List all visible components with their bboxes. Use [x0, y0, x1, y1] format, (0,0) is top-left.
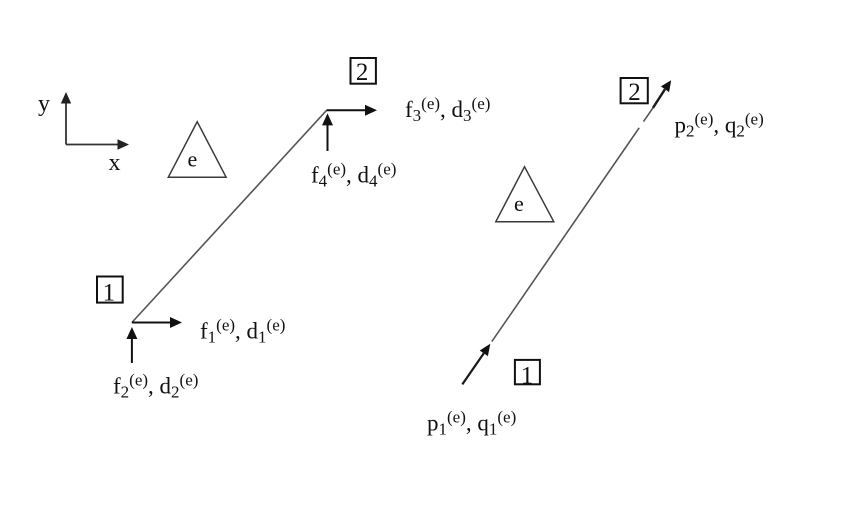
svg-text:p2(e), q2(e): p2(e), q2(e) — [675, 110, 764, 141]
svg-text:f4(e), d4(e): f4(e), d4(e) — [311, 160, 396, 191]
svg-text:1: 1 — [521, 363, 534, 390]
svg-text:y: y — [38, 91, 50, 117]
svg-text:e: e — [514, 191, 524, 216]
svg-text:f2(e), d2(e): f2(e), d2(e) — [113, 371, 198, 402]
svg-text:f3(e), d3(e): f3(e), d3(e) — [405, 94, 490, 125]
svg-text:2: 2 — [628, 79, 641, 106]
svg-text:1: 1 — [103, 280, 116, 307]
svg-text:2: 2 — [356, 59, 369, 86]
svg-text:f1(e), d1(e): f1(e), d1(e) — [200, 316, 285, 347]
svg-text:e: e — [188, 147, 198, 172]
svg-text:p1(e), q1(e): p1(e), q1(e) — [427, 408, 516, 439]
svg-text:x: x — [109, 150, 121, 176]
